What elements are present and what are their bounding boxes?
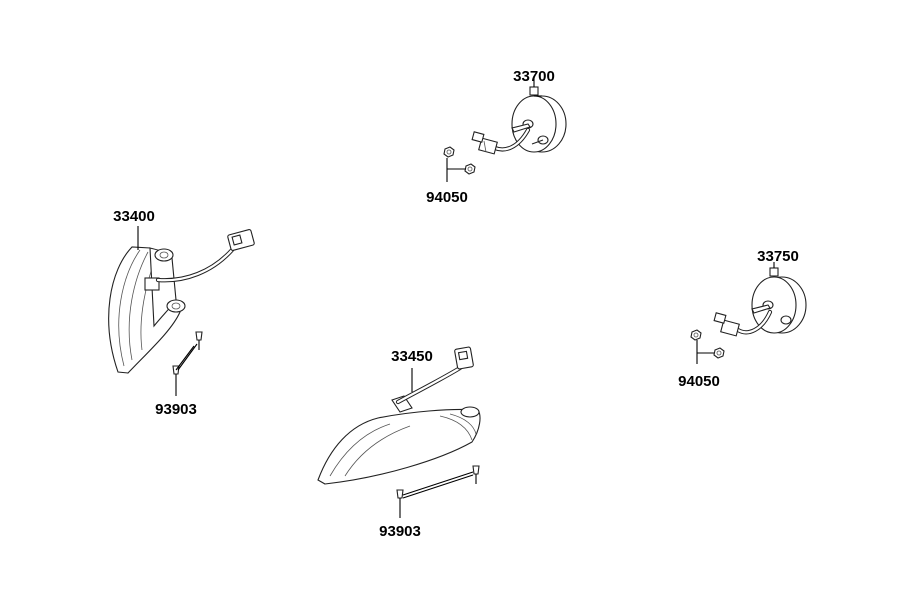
- screw-93903-left: [172, 331, 203, 396]
- callout-94050-top: 94050: [426, 189, 468, 206]
- callout-93903-left: 93903: [155, 401, 197, 418]
- lamp-33700: [471, 76, 567, 155]
- screw-93903-bottom: [396, 465, 480, 518]
- lamp-33400: [108, 226, 255, 374]
- callout-93903-bottom: 93903: [379, 523, 421, 540]
- callout-33750: 33750: [757, 248, 799, 265]
- lamp-33450: [317, 346, 481, 485]
- lamp-33750: [713, 262, 807, 337]
- callout-33700: 33700: [513, 68, 555, 85]
- callout-94050-right: 94050: [678, 373, 720, 390]
- callout-33400: 33400: [113, 208, 155, 225]
- nut-94050-top: [443, 146, 476, 182]
- nut-94050-right: [690, 329, 725, 364]
- callout-33450: 33450: [391, 348, 433, 365]
